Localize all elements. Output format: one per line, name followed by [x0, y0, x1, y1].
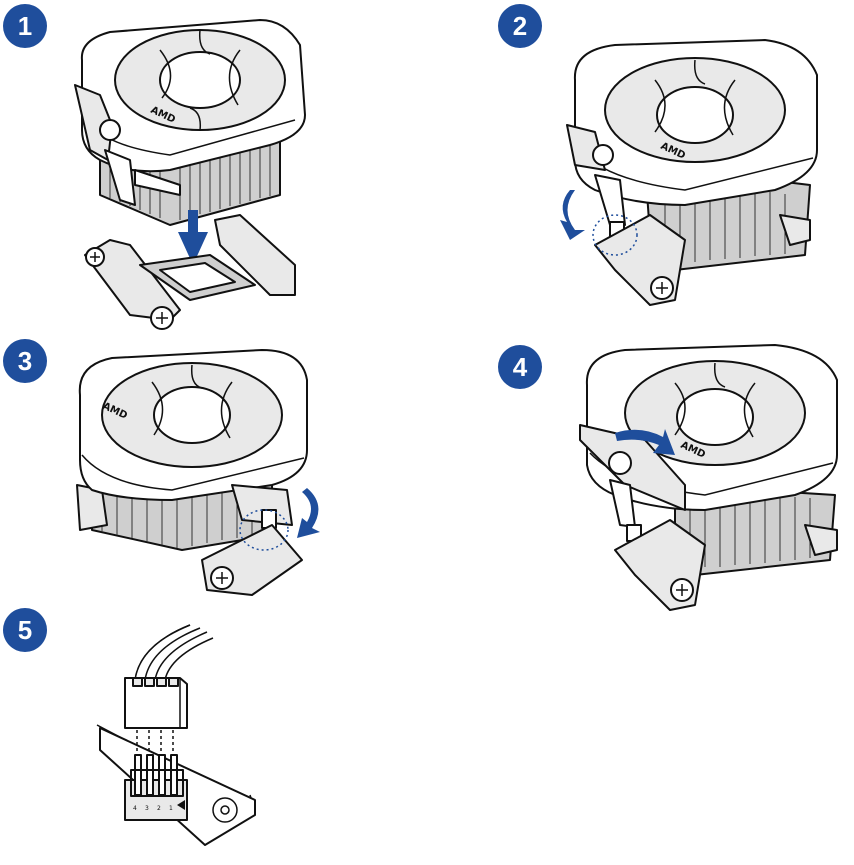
step-5-illustration: 4 3 2 1	[95, 620, 260, 860]
step-3-badge: 3	[3, 339, 47, 383]
step-number: 4	[513, 352, 527, 383]
step-2-illustration: AMD	[555, 40, 825, 310]
pin-label: 1	[169, 805, 173, 812]
step-1-illustration: AMD	[70, 20, 310, 340]
pin-label: 3	[145, 805, 149, 812]
rotation-arrow-icon	[297, 488, 320, 538]
pin-label: 4	[133, 805, 137, 812]
step-number: 5	[18, 615, 32, 646]
step-5-badge: 5	[3, 608, 47, 652]
step-3-illustration: AMD	[72, 350, 332, 605]
step-4-badge: 4	[498, 345, 542, 389]
step-number: 3	[18, 346, 32, 377]
step-1-badge: 1	[3, 4, 47, 48]
step-number: 2	[513, 11, 527, 42]
downward-arrow-icon	[188, 210, 198, 235]
step-number: 1	[18, 11, 32, 42]
rotation-arrow-icon	[560, 190, 585, 240]
step-2-badge: 2	[498, 4, 542, 48]
pin-label: 2	[157, 805, 161, 812]
step-4-illustration: AMD	[575, 345, 845, 620]
